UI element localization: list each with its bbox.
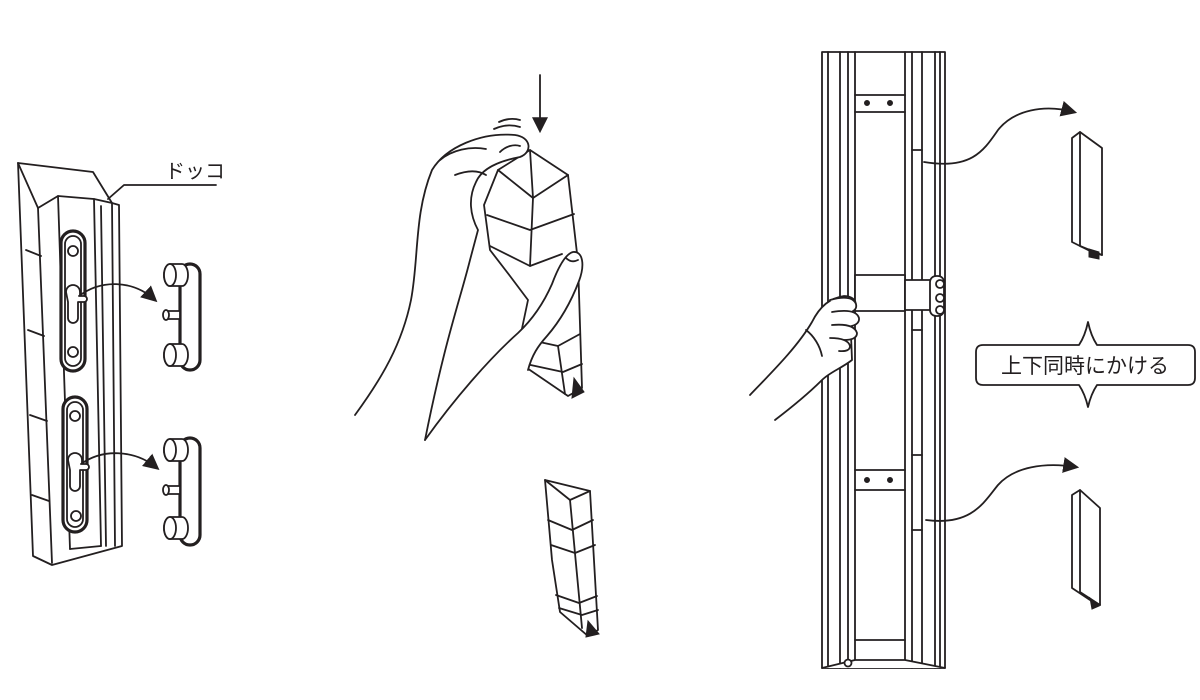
panel-dokko: ドッコ <box>17 159 225 566</box>
cover-piece-held <box>483 149 585 399</box>
keyhole-icon <box>67 452 90 492</box>
keyhole-icon <box>65 284 88 324</box>
arrow-frame-to-piece-upper <box>923 100 1078 165</box>
screw-icon <box>67 245 79 257</box>
screw-icon <box>70 510 82 522</box>
mounting-slot-upper <box>59 229 88 373</box>
connector-bracket-upper <box>162 262 202 372</box>
cover-piece-loose <box>544 479 600 638</box>
hanger-piece-upper <box>1071 131 1103 260</box>
connector-bracket-lower <box>162 436 202 547</box>
screw-icon <box>843 658 853 668</box>
side-clip <box>929 275 945 317</box>
motion-lines <box>493 117 521 130</box>
dokko-label: ドッコ <box>165 159 225 183</box>
arrow-slot-to-connector-lower <box>80 452 160 471</box>
arrow-slot-to-connector-upper <box>78 283 158 303</box>
callout-text: 上下同時にかける <box>1001 354 1169 378</box>
panel-press-cover <box>354 74 600 638</box>
hand-gripping <box>749 295 860 421</box>
screw-icon <box>67 346 79 358</box>
panel-frame-hang: 上下同時にかける <box>749 51 1196 669</box>
hanger-piece-lower <box>1071 489 1101 610</box>
hand-pressing <box>354 133 584 441</box>
mounting-slot-lower <box>61 395 90 534</box>
arrow-frame-to-piece-lower <box>925 457 1080 522</box>
callout-hang-both: 上下同時にかける <box>975 321 1196 408</box>
dokko-leader-line <box>107 184 217 200</box>
screw-icon <box>69 410 81 422</box>
